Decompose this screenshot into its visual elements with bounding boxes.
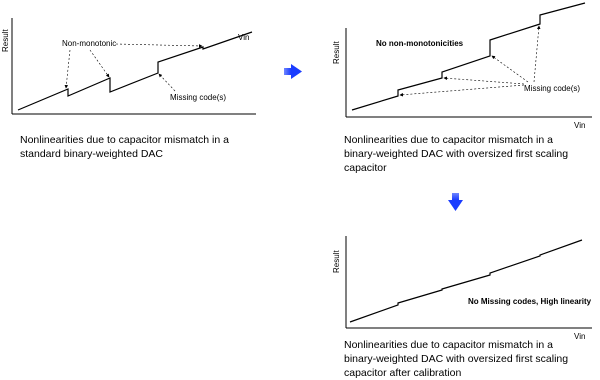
panel-2-caption-line: capacitor: [344, 162, 387, 174]
panel-1-y-label: Result: [1, 29, 10, 52]
panel-2-caption-line: binary-weighted DAC with oversized first…: [344, 148, 569, 160]
panel-3-x-label: Vin: [574, 332, 585, 341]
panel-3-caption: Nonlinearities due to capacitor mismatch…: [344, 338, 568, 380]
flow-arrow-right: [284, 64, 302, 79]
panel-2-y-label: Result: [332, 41, 341, 64]
panel-3-transfer-curve: [349, 239, 583, 323]
panel-3-annotation-main: No Missing codes, High linearity: [468, 297, 592, 306]
panel-3-caption-line: binary-weighted DAC with oversized first…: [344, 353, 569, 365]
panel-3-caption-line: Nonlinearities due to capacitor mismatch…: [344, 339, 553, 351]
panel-2-transfer-curve: [351, 2, 586, 111]
flow-arrow-down: [448, 193, 463, 211]
panel-2-graph: Result Vin No non-monotonicities Missing…: [332, 2, 592, 130]
panel-2-annotation-missing: Missing code(s): [524, 84, 580, 93]
panel-1-x-label: Vin: [238, 33, 249, 42]
panel-1-transfer-curve: [17, 31, 253, 111]
panel-1-caption-line: Nonlinearities due to capacitor mismatch…: [20, 134, 229, 146]
panel-2-x-label: Vin: [574, 121, 585, 130]
panel-3-graph: Result Vin No Missing codes, High linear…: [332, 236, 592, 341]
panel-1-caption: Nonlinearities due to capacitor mismatch…: [20, 133, 229, 161]
panel-1-annotation-missing: Missing code(s): [170, 93, 226, 102]
panel-3-y-label: Result: [332, 250, 341, 273]
panel-2-caption-line: Nonlinearities due to capacitor mismatch…: [344, 134, 553, 146]
panel-3-caption-line: capacitor after calibration: [344, 367, 462, 379]
panel-2-caption: Nonlinearities due to capacitor mismatch…: [344, 133, 568, 175]
panel-1-annotation-nonmono: Non-monotonic: [62, 39, 116, 48]
panel-1-graph: Result Vin Non-monotonic Missing code(s): [1, 18, 256, 115]
panel-2-annotation-top: No non-monotonicities: [376, 39, 464, 48]
panel-1-caption-line: standard binary-weighted DAC: [20, 148, 163, 160]
